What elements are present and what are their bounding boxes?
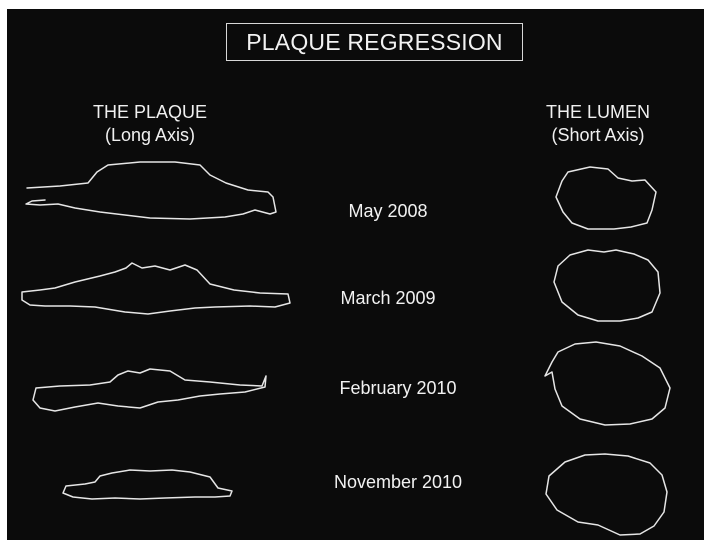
plaque-outline-1 xyxy=(26,162,276,219)
plaque-outline-4 xyxy=(63,470,232,499)
plaque-outline-3 xyxy=(33,369,266,411)
lumen-outline-3 xyxy=(545,342,670,425)
lumen-outline-1 xyxy=(556,167,656,229)
plaque-outline-2 xyxy=(22,263,290,314)
lumen-outline-4 xyxy=(546,454,667,535)
lumen-outline-2 xyxy=(554,250,660,321)
